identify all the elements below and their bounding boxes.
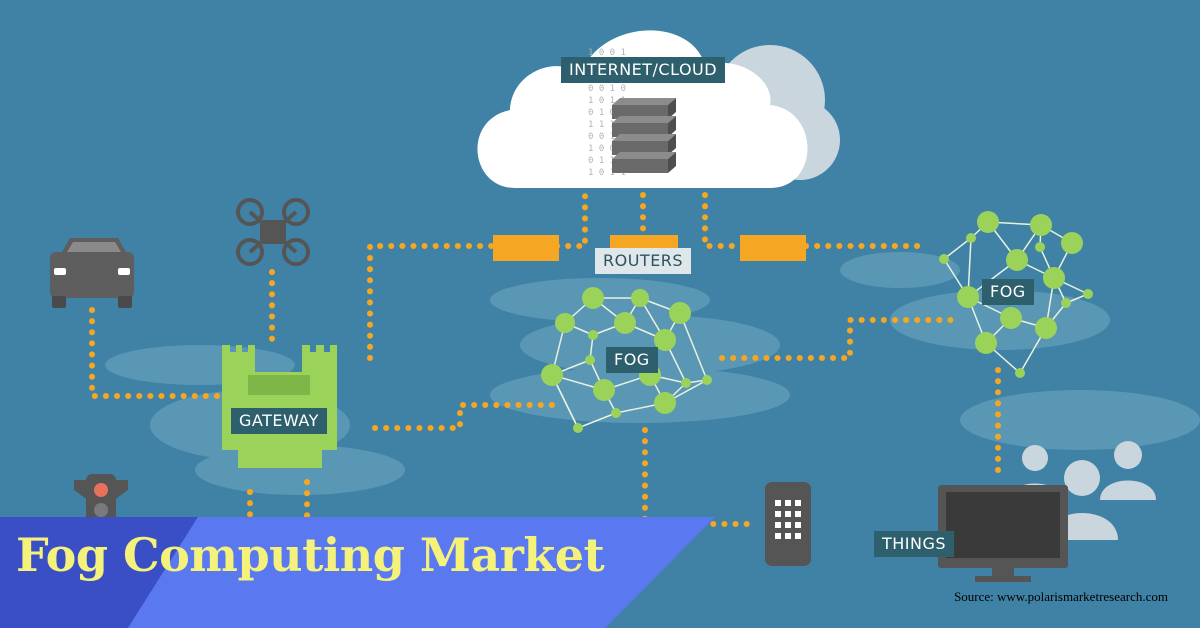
car-icon (50, 238, 134, 308)
routers-label: ROUTERS (595, 248, 692, 274)
source-credit: Source: www.polarismarketresearch.com (954, 589, 1168, 604)
fog-network-center (541, 287, 712, 433)
things-label: THINGS (874, 531, 955, 557)
smartphone-icon (765, 482, 811, 566)
svg-text:1 1 1 0: 1 1 1 0 (588, 120, 626, 130)
router-icon (740, 235, 806, 261)
svg-text:0 0 1 0: 0 0 1 0 (588, 84, 626, 94)
fog-network-right (939, 211, 1093, 378)
svg-text:0 0 1 1: 0 0 1 1 (588, 132, 626, 142)
router-icon (493, 235, 559, 261)
router-icon (610, 235, 678, 249)
monitor-icon (938, 485, 1068, 582)
title-banner (0, 517, 715, 628)
gateway-castle-icon (222, 345, 337, 468)
traffic-light-icon (74, 474, 128, 524)
svg-text:1 0 1 1: 1 0 1 1 (588, 168, 626, 178)
banner-title: Fog Computing Market (16, 528, 605, 582)
svg-text:0 1 0 0: 0 1 0 0 (588, 108, 626, 118)
fog-right-label: FOG (982, 279, 1034, 305)
svg-text:1 0 0 1: 1 0 0 1 (588, 48, 626, 58)
server-stack-icon (612, 98, 676, 173)
fog-center-label: FOG (606, 347, 658, 373)
svg-text:0 1 1 0: 0 1 1 0 (588, 156, 626, 166)
connector-lines (89, 192, 1001, 527)
router-icons (493, 235, 806, 261)
drone-icon (236, 198, 310, 266)
svg-text:1 0 1 1: 1 0 1 1 (588, 96, 626, 106)
internet-cloud-label: INTERNET/CLOUD (561, 57, 726, 83)
svg-text:1 0 0 1: 1 0 0 1 (588, 144, 626, 154)
gateway-label: GATEWAY (231, 408, 327, 434)
